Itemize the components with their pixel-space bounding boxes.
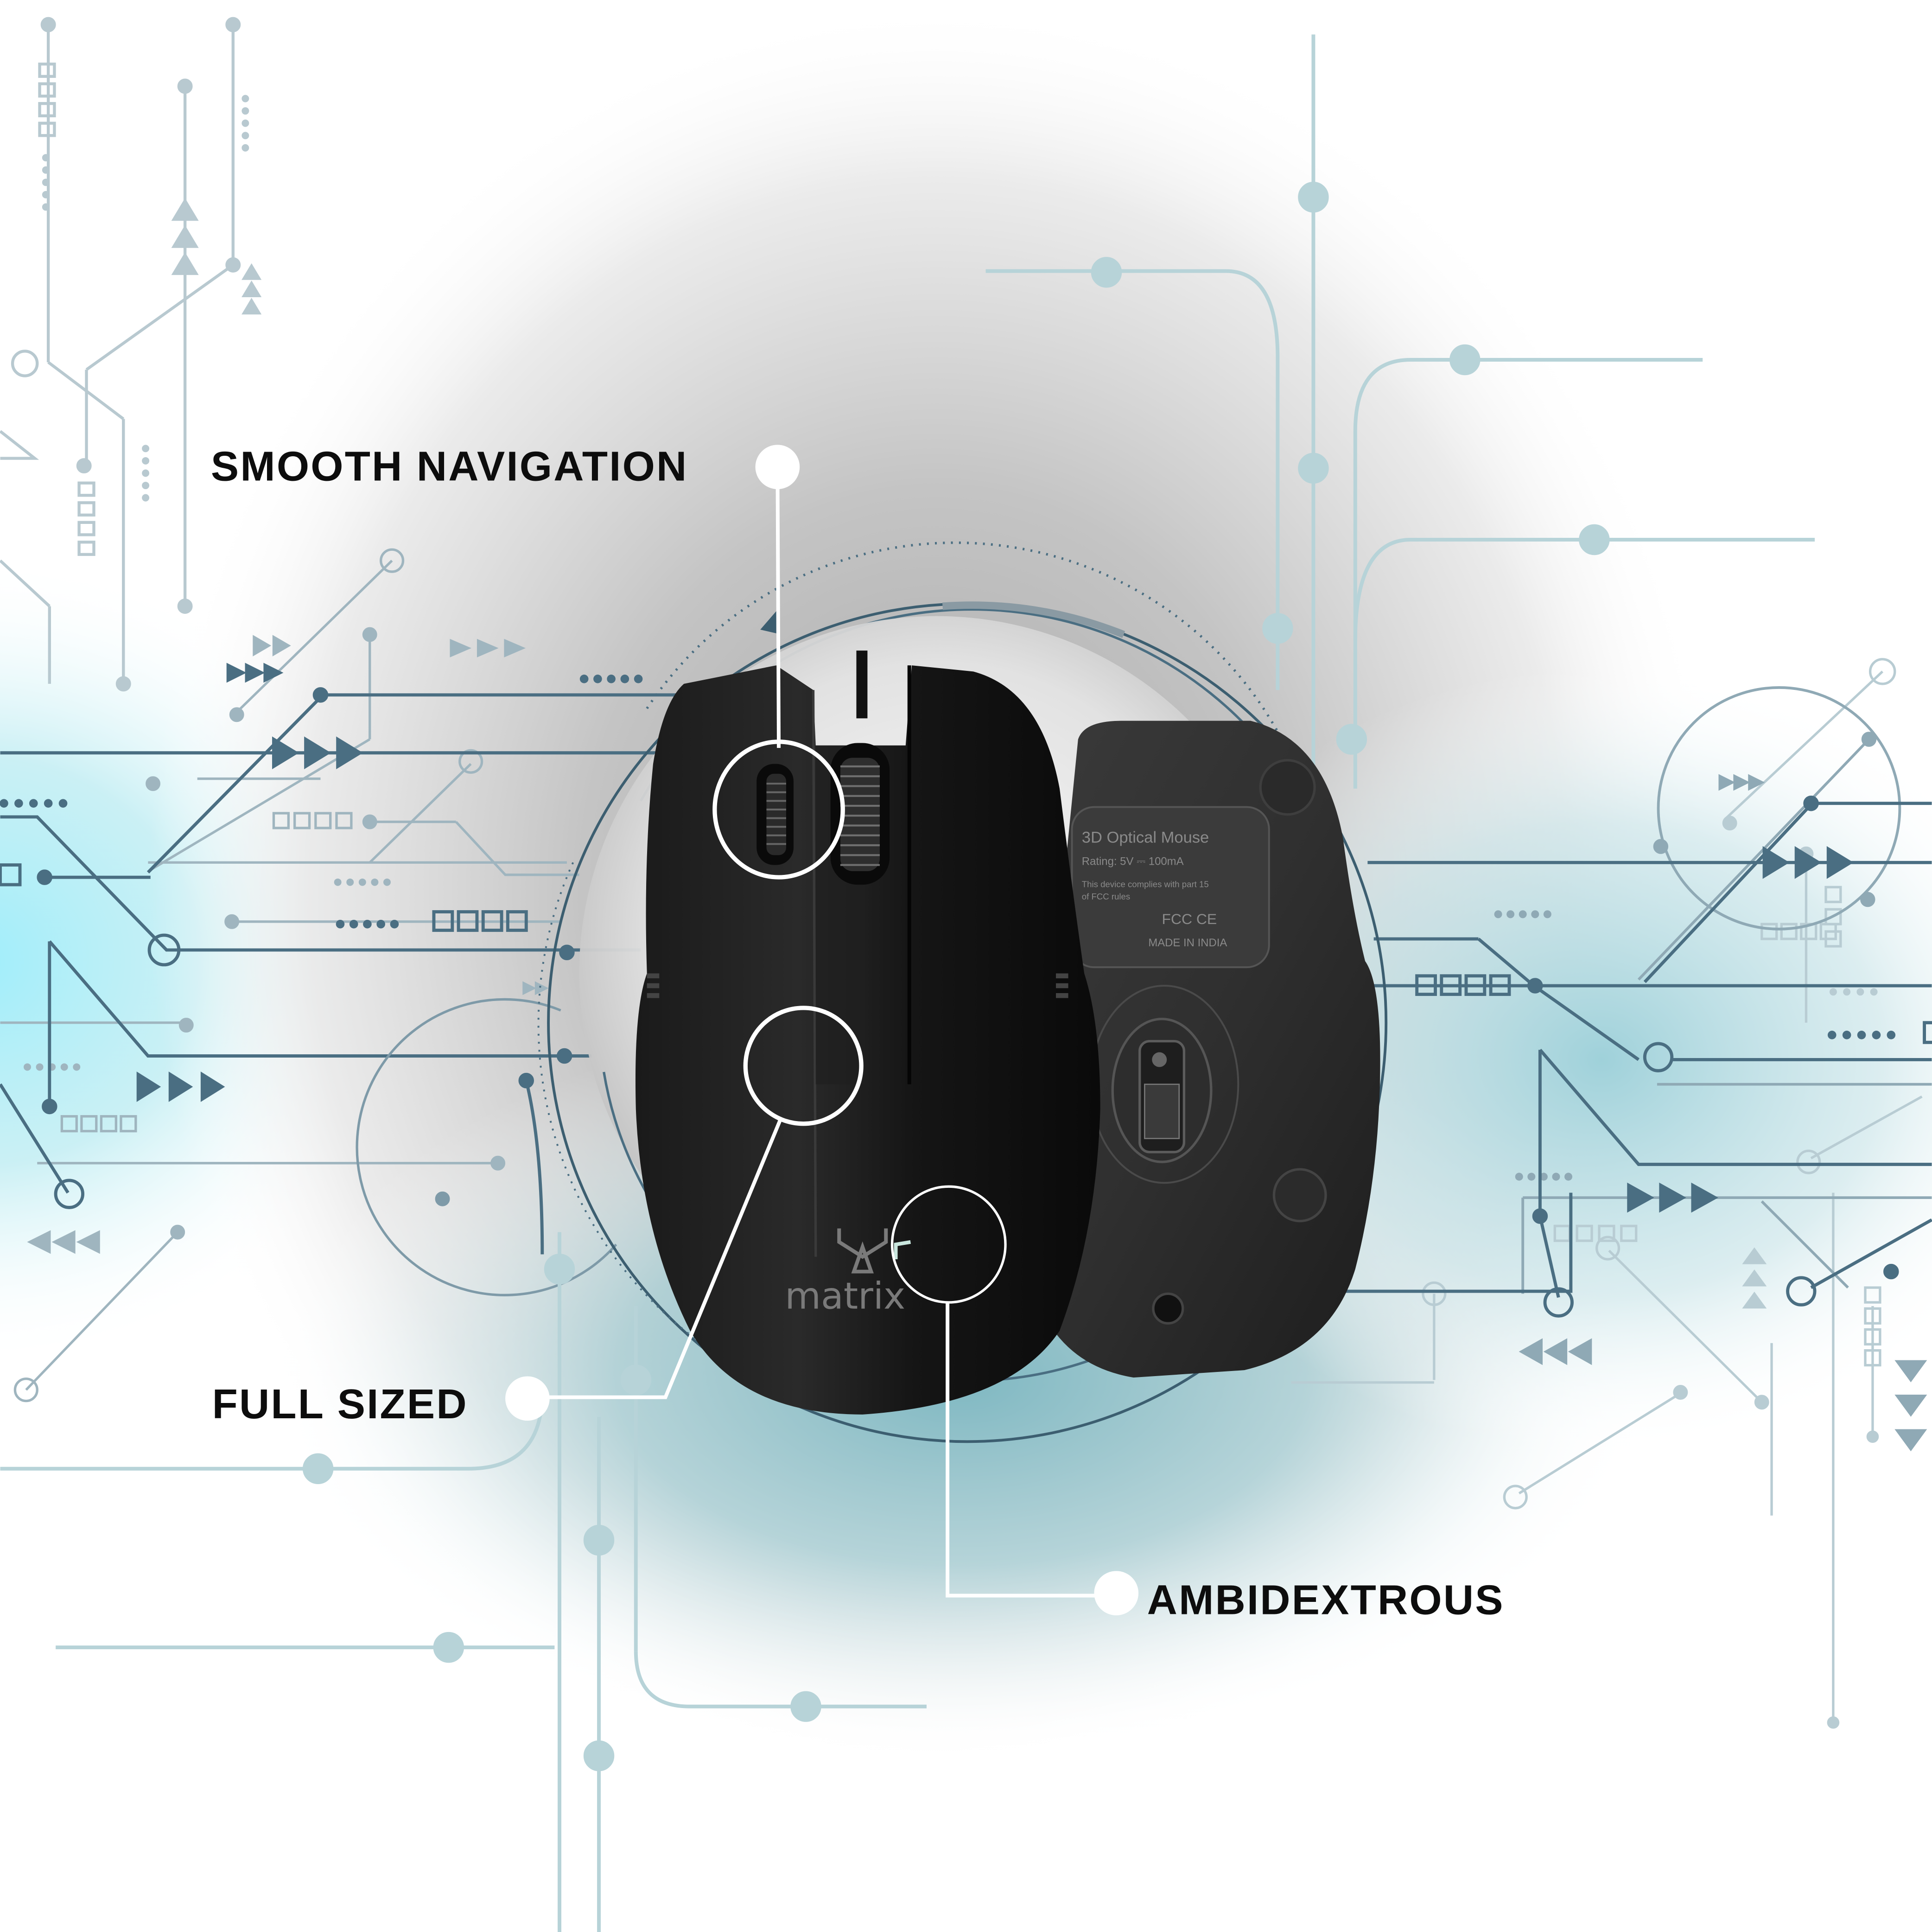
- callout-leaders: [530, 468, 1115, 1598]
- label-smooth-navigation: SMOOTH NAVIGATION: [211, 443, 688, 490]
- callout-smooth-navigation: SMOOTH NAVIGATION: [211, 443, 800, 490]
- brand-logo-text: matrix: [785, 1274, 905, 1317]
- highlight-ring-scroll-wheel: [712, 740, 845, 880]
- brand-logo: matrix: [785, 1228, 911, 1317]
- sticker-origin: MADE IN INDIA: [1148, 937, 1227, 949]
- callout-ambidextrous: AMBIDEXTROUS: [1094, 1571, 1505, 1623]
- mouse-underside: 3D Optical Mouse Rating: 5V ⎓ 100mA This…: [1025, 721, 1380, 1378]
- circuit-traces-top-left: [0, 17, 262, 692]
- screw-hole: [1152, 1292, 1184, 1325]
- callout-dot: [755, 445, 800, 490]
- circuit-traces-right: [1291, 658, 1932, 1729]
- callout-dot: [505, 1376, 550, 1421]
- logo-accent-icon: [894, 1240, 911, 1259]
- large-arc-left: [356, 998, 617, 1296]
- circuit-traces-pale: [0, 34, 1815, 1932]
- scroll-wheel: [756, 743, 890, 885]
- matrix-logo-icon: [837, 1228, 888, 1274]
- optical-sensor: [1089, 985, 1239, 1184]
- sticker-line-4: of FCC rules: [1082, 892, 1130, 901]
- sticker-line-1: 3D Optical Mouse: [1082, 829, 1209, 847]
- side-grip-vents: [647, 973, 1068, 998]
- sticker-line-2: Rating: 5V ⎓ 100mA: [1082, 855, 1184, 868]
- label-full-sized: FULL SIZED: [212, 1381, 468, 1428]
- mouse-top-view: matrix: [635, 650, 1100, 1415]
- ring-right: [1657, 686, 1901, 931]
- circuit-traces-left: [0, 548, 740, 1403]
- sticker-line-3: This device complies with part 15: [1082, 879, 1209, 889]
- mouse-foot-pad: [1272, 1168, 1327, 1223]
- callout-dot: [1094, 1571, 1139, 1616]
- highlight-ring-body: [743, 1006, 864, 1126]
- sticker-certification-marks: FCC CE: [1162, 911, 1217, 927]
- callout-full-sized: FULL SIZED: [212, 1376, 550, 1428]
- mouse-cable: [856, 650, 868, 719]
- label-ambidextrous: AMBIDEXTROUS: [1147, 1576, 1505, 1623]
